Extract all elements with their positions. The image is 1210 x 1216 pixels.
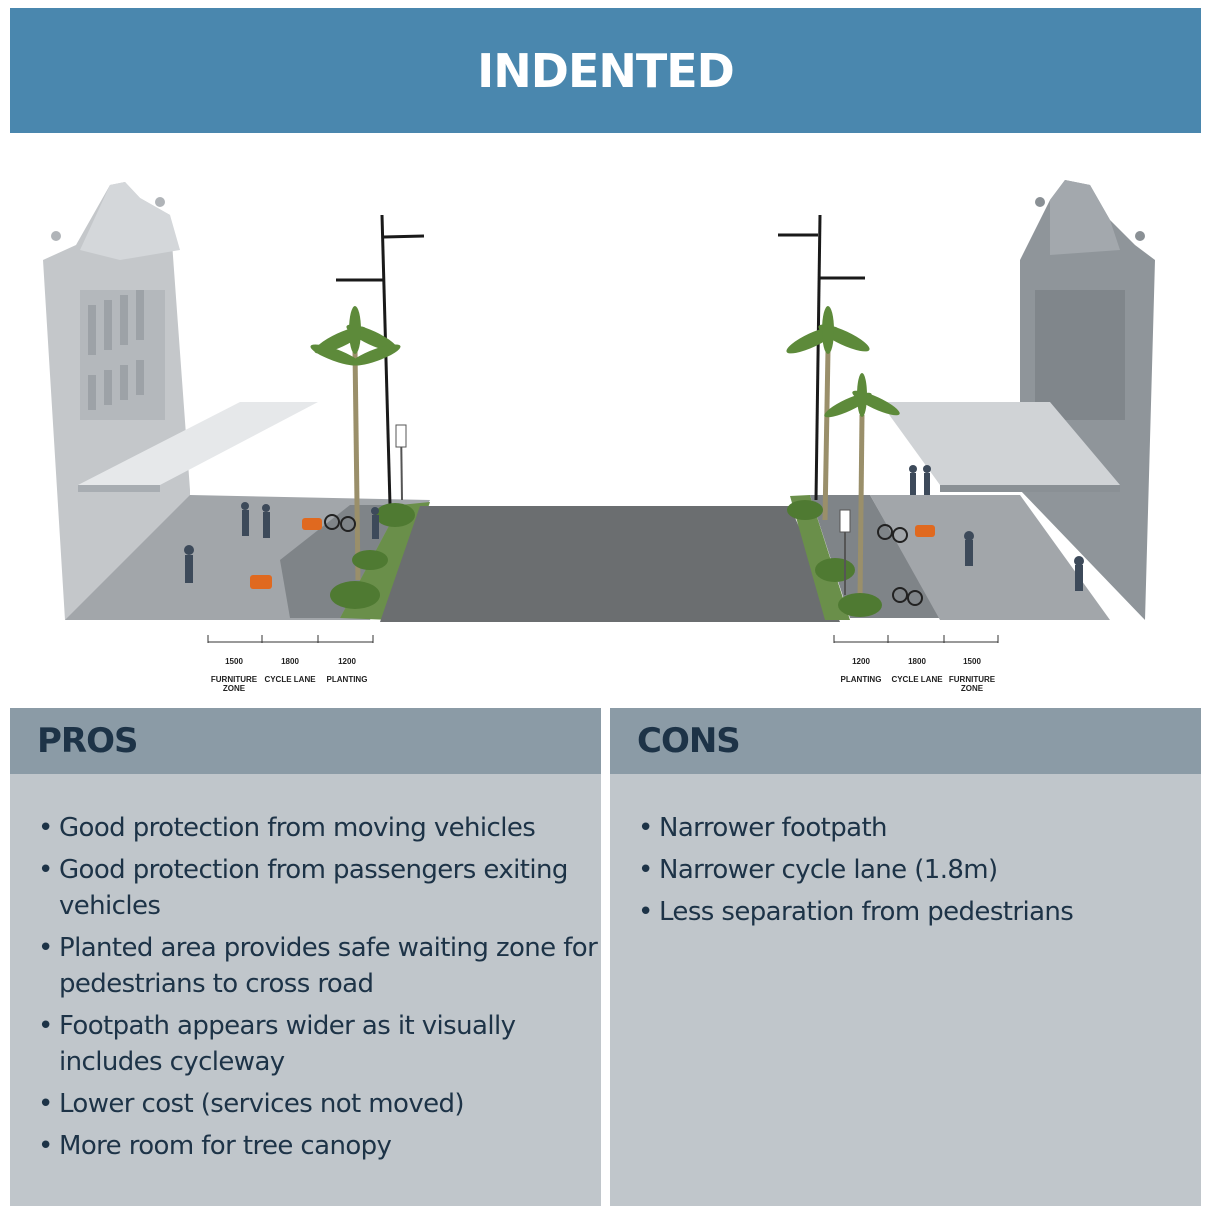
shrubs <box>330 500 882 617</box>
pros-panel: PROS •Good protection from moving vehicl… <box>10 708 601 1206</box>
road <box>380 506 840 622</box>
pros-item-text: Planted area provides safe waiting zone … <box>59 933 598 999</box>
pedestrians <box>184 465 1084 591</box>
bullet-icon: • <box>638 855 653 885</box>
palm-trees <box>310 306 900 601</box>
pros-item-text: More room for tree canopy <box>59 1131 392 1161</box>
dim-value: 1200 <box>338 657 356 666</box>
pros-heading: PROS <box>37 721 138 761</box>
right-planting <box>790 495 850 620</box>
bullet-icon: • <box>638 813 653 843</box>
right-dim-cycle: 1800 CYCLE LANE <box>887 648 947 684</box>
dimension-lines <box>207 635 999 643</box>
right-dim-planting: 1200 PLANTING <box>831 648 891 684</box>
cons-item-text: Less separation from pedestrians <box>659 897 1074 927</box>
pros-header: PROS <box>10 708 601 774</box>
dim-label: PLANTING <box>840 675 882 684</box>
dim-value: 1500 <box>225 657 243 666</box>
left-dim-furniture: 1500 FURNITURE ZONE <box>204 648 264 693</box>
dim-value: 1500 <box>963 657 981 666</box>
list-item: •Footpath appears wider as it visually i… <box>38 1008 601 1080</box>
left-dim-planting: 1200 PLANTING <box>317 648 377 684</box>
dim-label: CYCLE LANE <box>264 675 316 684</box>
bullet-icon: • <box>38 1089 53 1119</box>
pros-list: •Good protection from moving vehicles •G… <box>10 774 601 1164</box>
bus-stop-signs <box>395 424 851 595</box>
bullet-icon: • <box>38 855 53 885</box>
right-building <box>880 180 1155 620</box>
list-item: •More room for tree canopy <box>38 1128 601 1164</box>
street-section-illustration: 1500 FURNITURE ZONE 1800 CYCLE LANE 1200… <box>10 140 1201 693</box>
cons-header: CONS <box>610 708 1201 774</box>
left-cycle-lane <box>280 505 400 618</box>
bullet-icon: • <box>38 933 53 963</box>
pros-item-text: Lower cost (services not moved) <box>59 1089 465 1119</box>
dim-label: CYCLE LANE <box>891 675 943 684</box>
dim-value: 1200 <box>852 657 870 666</box>
bullet-icon: • <box>38 813 53 843</box>
bullet-icon: • <box>38 1011 53 1041</box>
dim-value: 1800 <box>908 657 926 666</box>
list-item: •Less separation from pedestrians <box>638 894 1201 930</box>
list-item: •Lower cost (services not moved) <box>38 1086 601 1122</box>
dim-label: FURNITURE ZONE <box>948 675 996 693</box>
cons-heading: CONS <box>637 721 741 761</box>
cons-panel: CONS •Narrower footpath •Narrower cycle … <box>610 708 1201 1206</box>
street-lights <box>336 214 865 506</box>
list-item: •Planted area provides safe waiting zone… <box>38 930 601 1002</box>
bullet-icon: • <box>638 897 653 927</box>
title-banner: INDENTED <box>10 8 1201 133</box>
pros-item-text: Good protection from passengers exiting … <box>59 855 568 921</box>
page-title: INDENTED <box>477 43 735 98</box>
street-cross-section-image <box>43 180 1155 643</box>
pros-item-text: Good protection from moving vehicles <box>59 813 536 843</box>
list-item: •Narrower cycle lane (1.8m) <box>638 852 1201 888</box>
pros-item-text: Footpath appears wider as it visually in… <box>59 1011 516 1077</box>
left-building <box>43 182 318 620</box>
cyclists <box>324 514 923 606</box>
cons-item-text: Narrower footpath <box>659 813 888 843</box>
dim-value: 1800 <box>281 657 299 666</box>
dim-label: PLANTING <box>326 675 368 684</box>
bullet-icon: • <box>38 1131 53 1161</box>
cons-list: •Narrower footpath •Narrower cycle lane … <box>610 774 1201 930</box>
left-dim-cycle: 1800 CYCLE LANE <box>260 648 320 684</box>
cons-item-text: Narrower cycle lane (1.8m) <box>659 855 998 885</box>
dim-label: FURNITURE ZONE <box>210 675 258 693</box>
list-item: •Good protection from passengers exiting… <box>38 852 601 924</box>
list-item: •Good protection from moving vehicles <box>38 810 601 846</box>
list-item: •Narrower footpath <box>638 810 1201 846</box>
right-dim-furniture: 1500 FURNITURE ZONE <box>942 648 1002 693</box>
